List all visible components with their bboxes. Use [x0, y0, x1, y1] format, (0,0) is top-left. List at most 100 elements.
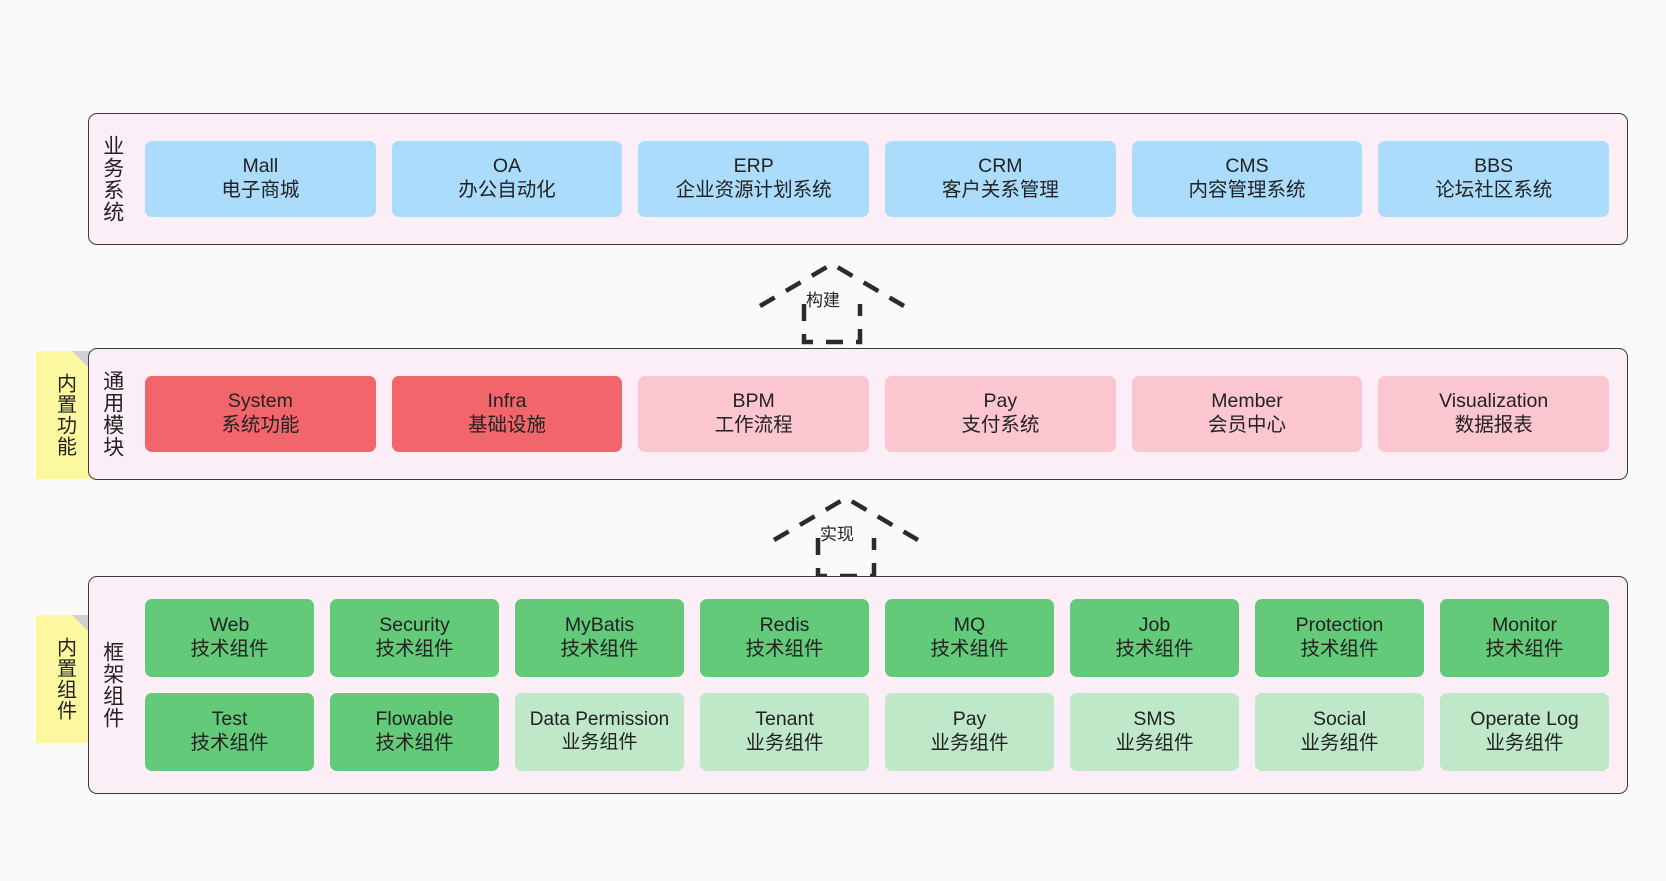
node-security[interactable]: Security 技术组件: [330, 599, 499, 677]
node-subtitle: 技术组件: [190, 638, 269, 660]
node-col: Mall 电子商城: [137, 141, 384, 217]
node-bbs[interactable]: BBS 论坛社区系统: [1378, 141, 1610, 217]
node-web[interactable]: Web 技术组件: [145, 599, 314, 677]
node-pay-module[interactable]: Pay 支付系统: [885, 376, 1116, 452]
node-title: Web: [209, 614, 250, 637]
node-bpm[interactable]: BPM 工作流程: [638, 376, 870, 452]
node-title: OA: [492, 155, 522, 178]
sticky-note-builtin-components: 内置组件: [36, 615, 92, 743]
node-title: Mall: [242, 155, 279, 178]
node-mybatis[interactable]: MyBatis 技术组件: [515, 599, 684, 677]
node-operate-log[interactable]: Operate Log 业务组件: [1440, 693, 1609, 771]
node-title: System: [227, 390, 293, 413]
layer-label-common-module: 通用模块: [100, 370, 124, 458]
note-fold-corner-icon: [72, 615, 92, 635]
node-subtitle: 业务组件: [745, 732, 824, 754]
node-col: MQ 技术组件 Pay 业务组件: [877, 599, 1062, 771]
node-subtitle: 技术组件: [1115, 638, 1194, 660]
node-title: Security: [379, 614, 450, 637]
node-subtitle: 内容管理系统: [1188, 179, 1306, 201]
node-subtitle: 业务组件: [1300, 732, 1379, 754]
node-col: CRM 客户关系管理: [877, 141, 1124, 217]
sticky-note-text: 内置功能: [53, 373, 76, 457]
layer-common-module: 通用模块 System 系统功能 Infra 基础设施 BPM 工作流程: [88, 348, 1628, 480]
node-title: Operate Log: [1470, 708, 1579, 731]
connector-implement: 实现: [766, 492, 926, 579]
node-col: Pay 支付系统: [877, 376, 1124, 452]
node-col: System 系统功能: [137, 376, 384, 452]
node-sms[interactable]: SMS 业务组件: [1070, 693, 1239, 771]
node-col: OA 办公自动化: [384, 141, 631, 217]
node-col: Security 技术组件 Flowable 技术组件: [322, 599, 507, 771]
node-title: Tenant: [755, 708, 814, 731]
node-title: BPM: [732, 390, 775, 413]
node-crm[interactable]: CRM 客户关系管理: [885, 141, 1116, 217]
node-subtitle: 技术组件: [375, 638, 454, 660]
node-title: MyBatis: [564, 614, 635, 637]
layer-label-framework-component: 框架组件: [100, 641, 124, 729]
node-title: CRM: [978, 155, 1023, 178]
node-subtitle: 数据报表: [1454, 414, 1533, 436]
layer-body-common-module: System 系统功能 Infra 基础设施 BPM 工作流程 Pay: [135, 349, 1627, 479]
node-title: Social: [1312, 708, 1367, 731]
node-monitor[interactable]: Monitor 技术组件: [1440, 599, 1609, 677]
node-subtitle: 业务组件: [1115, 732, 1194, 754]
node-subtitle: 技术组件: [375, 732, 454, 754]
node-title: BBS: [1474, 155, 1514, 178]
layer-body-framework-component: Web 技术组件 Test 技术组件 Security 技术组件 Flowabl…: [135, 577, 1627, 793]
node-tenant[interactable]: Tenant 业务组件: [700, 693, 869, 771]
node-col: Monitor 技术组件 Operate Log 业务组件: [1432, 599, 1617, 771]
node-pay-component[interactable]: Pay 业务组件: [885, 693, 1054, 771]
node-col: MyBatis 技术组件 Data Permission 业务组件: [507, 599, 692, 771]
node-col: Visualization 数据报表: [1370, 376, 1617, 452]
node-title: SMS: [1133, 708, 1176, 731]
node-subtitle: 技术组件: [190, 732, 269, 754]
node-test[interactable]: Test 技术组件: [145, 693, 314, 771]
node-title: Test: [211, 708, 248, 731]
node-system[interactable]: System 系统功能: [145, 376, 376, 452]
node-title: Visualization: [1439, 390, 1549, 413]
node-flowable[interactable]: Flowable 技术组件: [330, 693, 499, 771]
node-subtitle: 系统功能: [221, 414, 300, 436]
node-mq[interactable]: MQ 技术组件: [885, 599, 1054, 677]
node-title: Member: [1211, 390, 1283, 413]
node-title: Protection: [1295, 614, 1384, 637]
node-subtitle: 客户关系管理: [941, 179, 1059, 201]
note-fold-corner-icon: [72, 351, 92, 371]
node-protection[interactable]: Protection 技术组件: [1255, 599, 1424, 677]
layer-framework-component: 框架组件 Web 技术组件 Test 技术组件 Security 技术组件 F: [88, 576, 1628, 794]
node-subtitle: 工作流程: [714, 414, 793, 436]
connector-build: 构建: [752, 258, 912, 345]
layer-body-business-system: Mall 电子商城 OA 办公自动化 ERP 企业资源计划系统 CRM: [135, 114, 1627, 244]
node-title: CMS: [1225, 155, 1269, 178]
layer-label-business-system: 业务系统: [100, 135, 124, 223]
node-subtitle: 业务组件: [1485, 732, 1564, 754]
node-subtitle: 技术组件: [560, 638, 639, 660]
node-subtitle: 会员中心: [1208, 414, 1287, 436]
node-member[interactable]: Member 会员中心: [1131, 376, 1363, 452]
sticky-note-text: 内置组件: [53, 637, 76, 721]
node-title: Pay: [983, 390, 1018, 413]
node-data-permission[interactable]: Data Permission 业务组件: [515, 693, 684, 771]
node-social[interactable]: Social 业务组件: [1255, 693, 1424, 771]
node-title: Data Permission: [529, 709, 670, 731]
generalization-stem: [801, 304, 863, 345]
node-col: BBS 论坛社区系统: [1370, 141, 1617, 217]
node-oa[interactable]: OA 办公自动化: [391, 141, 623, 217]
node-infra[interactable]: Infra 基础设施: [391, 376, 623, 452]
node-visualization[interactable]: Visualization 数据报表: [1378, 376, 1610, 452]
node-subtitle: 业务组件: [930, 732, 1009, 754]
node-col: CMS 内容管理系统: [1124, 141, 1371, 217]
node-redis[interactable]: Redis 技术组件: [700, 599, 869, 677]
node-col: Protection 技术组件 Social 业务组件: [1247, 599, 1432, 771]
node-subtitle: 企业资源计划系统: [675, 179, 832, 201]
node-subtitle: 技术组件: [1485, 638, 1564, 660]
node-col: ERP 企业资源计划系统: [630, 141, 877, 217]
node-job[interactable]: Job 技术组件: [1070, 599, 1239, 677]
node-erp[interactable]: ERP 企业资源计划系统: [638, 141, 870, 217]
node-cms[interactable]: CMS 内容管理系统: [1131, 141, 1363, 217]
node-col: Member 会员中心: [1124, 376, 1371, 452]
node-mall[interactable]: Mall 电子商城: [145, 141, 376, 217]
node-subtitle: 业务组件: [561, 732, 638, 753]
